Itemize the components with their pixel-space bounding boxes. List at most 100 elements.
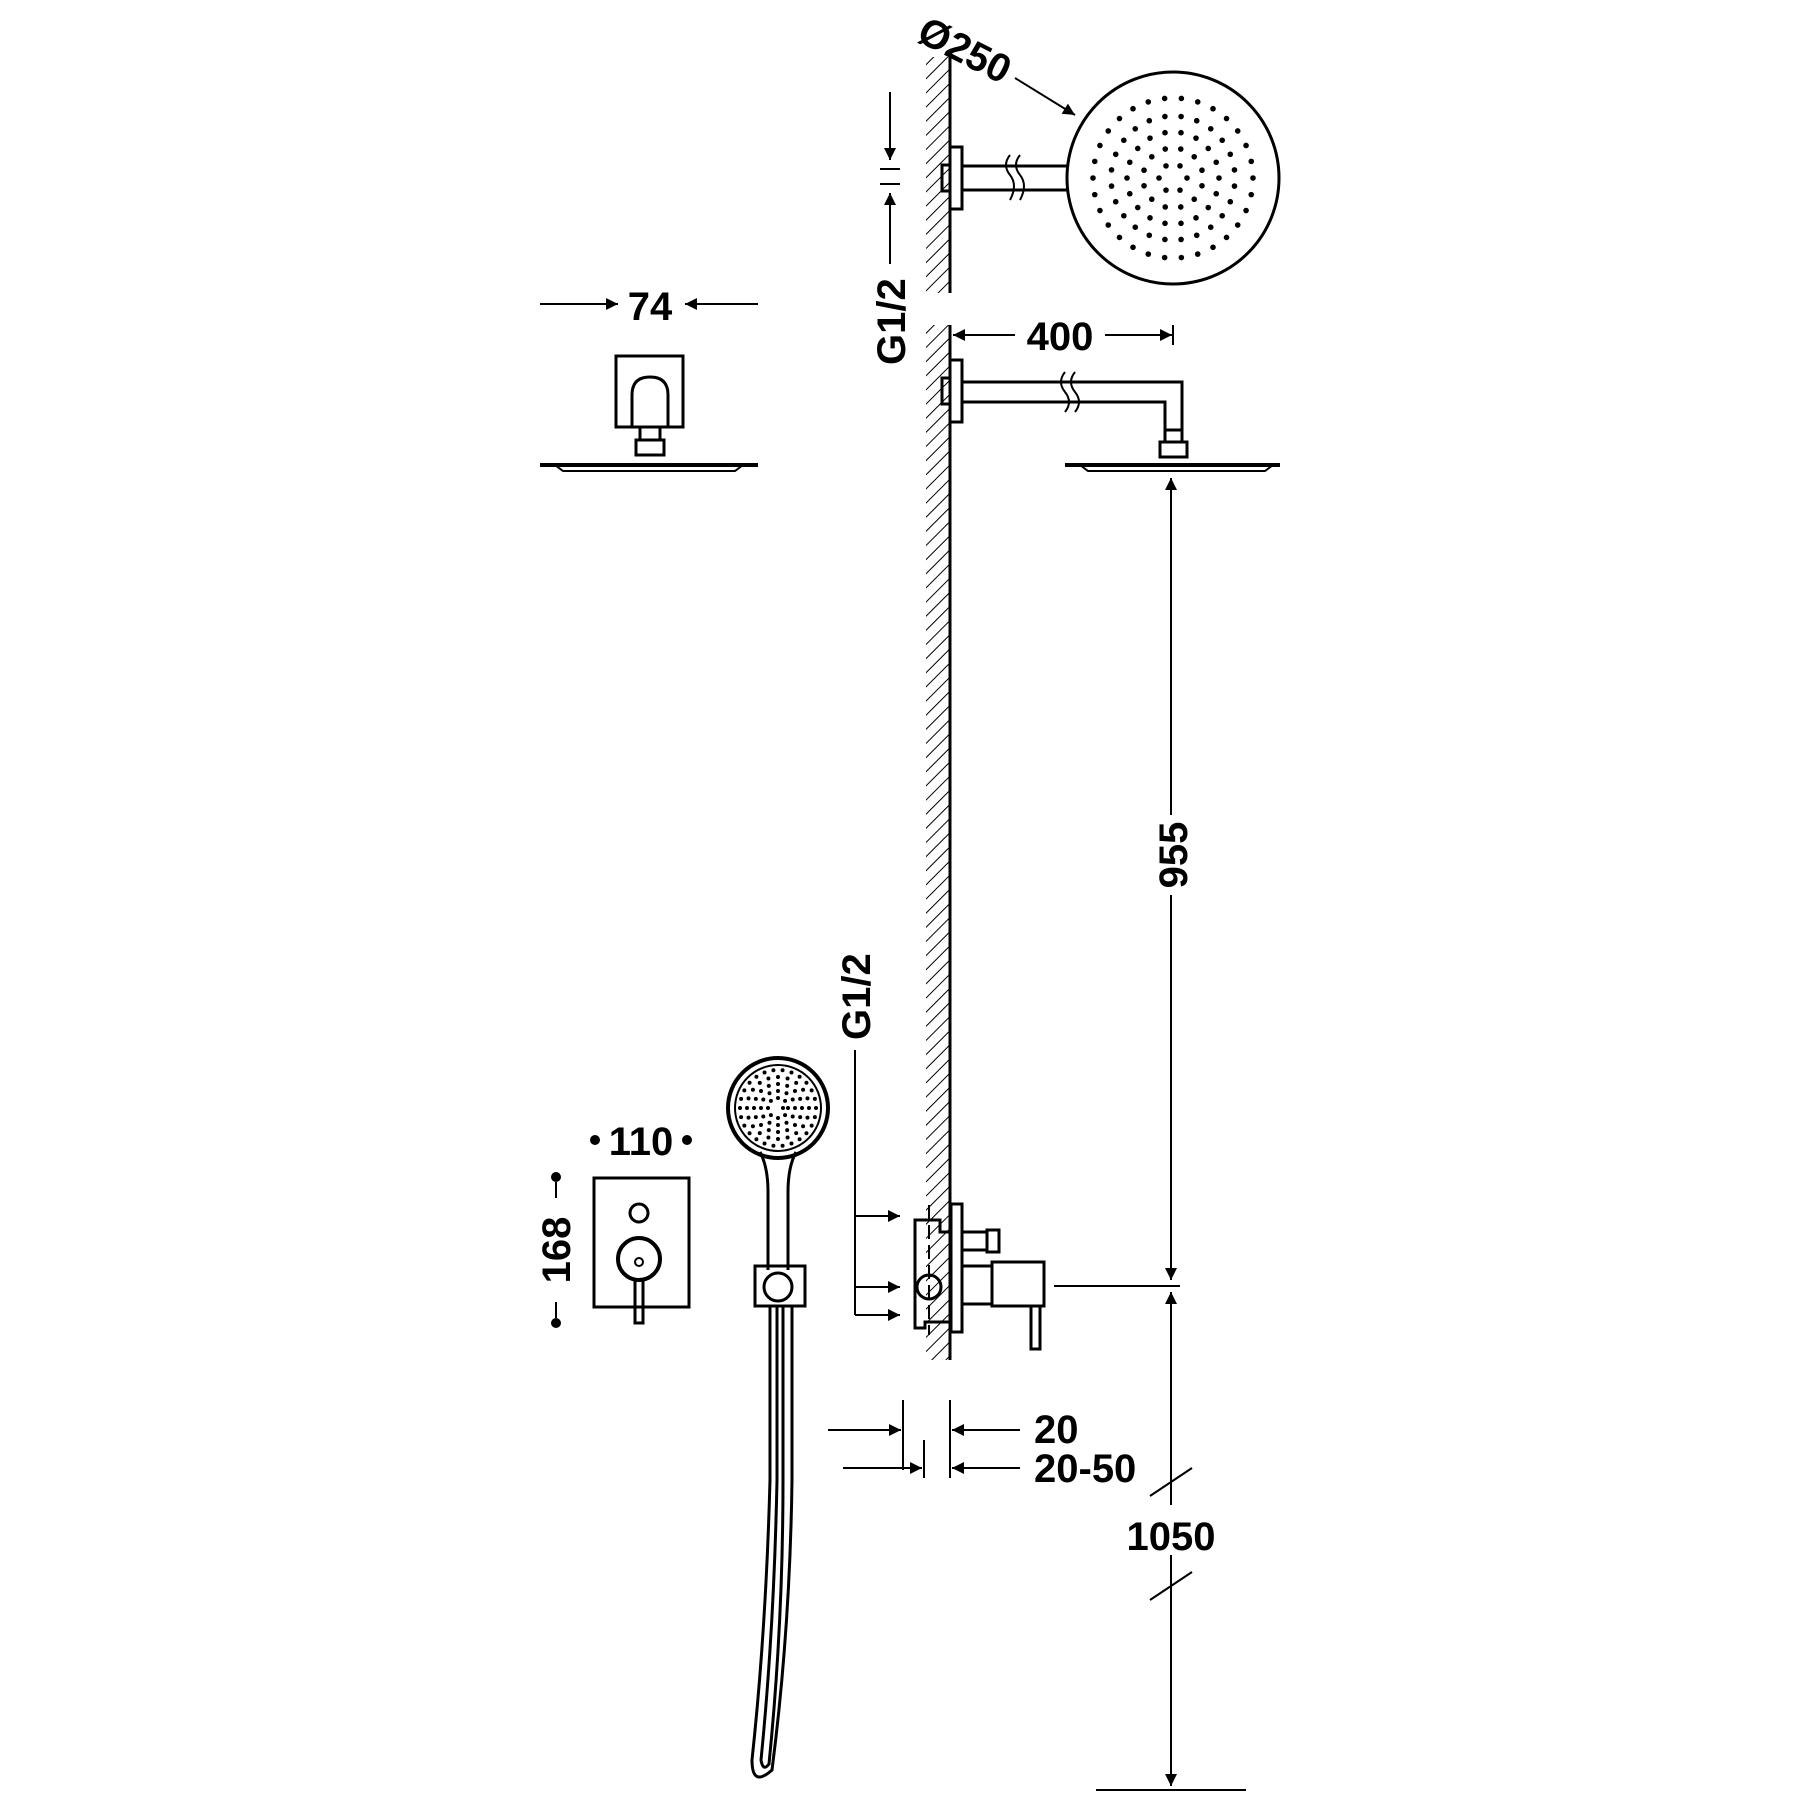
nozzle-dot (742, 1088, 747, 1093)
nozzle-dot (747, 1080, 752, 1085)
nozzle-dot (1090, 175, 1096, 181)
nozzle-dot (794, 1080, 799, 1085)
nozzle-dot (1162, 236, 1168, 243)
nozzle-dot (1194, 99, 1201, 105)
nozzle-dot (784, 1120, 789, 1125)
head-height-dimension: 955 (1054, 478, 1196, 1287)
nozzle-dot (1112, 151, 1119, 158)
nozzle-dot (1178, 254, 1185, 261)
nozzle-dot (1210, 244, 1216, 251)
nozzle-dot (1130, 105, 1136, 112)
nozzle-dot (1116, 115, 1123, 122)
nozzle-dot (766, 1128, 771, 1133)
nozzle-dot (1132, 126, 1139, 132)
nozzle-dot (1162, 146, 1169, 152)
nozzle-dot (776, 1096, 780, 1100)
flange-side-view: 74 (540, 285, 758, 472)
nozzle-dot (776, 1075, 780, 1079)
nozzle-dot (1213, 159, 1220, 166)
plate-height-label: 168 (535, 1217, 579, 1284)
thread-top-label: G1/2 (870, 278, 914, 365)
nozzle-dot (1243, 142, 1249, 149)
nozzle-dot (1148, 196, 1155, 203)
nozzle-dot (785, 1083, 790, 1088)
nozzle-dot (1205, 204, 1212, 211)
nozzle-dot (776, 1089, 780, 1093)
nozzle-dot (1223, 115, 1230, 122)
nozzle-dot (1116, 234, 1123, 241)
nozzle-dot (1134, 204, 1141, 211)
nozzle-dot (1243, 207, 1249, 214)
nozzle-dot (1193, 135, 1199, 141)
nozzle-dot (1205, 145, 1212, 152)
nozzle-dot (1231, 183, 1238, 189)
arm-length-dimension: 400 (953, 315, 1174, 359)
nozzle-dot (793, 1106, 797, 1110)
nozzle-dot (1177, 204, 1184, 210)
nozzle-dot (1161, 95, 1168, 102)
arm-length-label: 400 (1027, 315, 1094, 359)
nozzle-dot (1207, 126, 1214, 132)
nozzle-dot (1162, 129, 1168, 136)
head-height-label: 955 (1152, 822, 1196, 889)
nozzle-dot (766, 1076, 771, 1081)
recess-min-label: 20 (1034, 1408, 1079, 1452)
nozzle-dot (1091, 191, 1098, 198)
nozzle-dot (798, 1096, 803, 1101)
nozzle-dot (1250, 175, 1256, 181)
nozzle-dot (1162, 204, 1169, 210)
thread-top-dimension: G1/2 (870, 92, 914, 365)
nozzle-dot (1097, 207, 1103, 214)
nozzle-dot (1121, 137, 1127, 144)
nozzle-dot (1108, 167, 1115, 173)
hand-shower-nozzles (738, 1068, 818, 1148)
nozzle-dot (776, 1137, 780, 1141)
nozzle-dot (776, 1082, 780, 1086)
nozzle-dot (759, 1089, 764, 1094)
nozzle-dot (785, 1076, 790, 1081)
nozzle-dot (1097, 142, 1103, 149)
nozzle-dot (767, 1091, 772, 1096)
nozzle-dot (783, 1098, 788, 1103)
nozzle-dot (801, 1124, 806, 1129)
nozzle-dot (745, 1106, 749, 1110)
nozzle-dot (790, 1114, 795, 1119)
nozzle-dot (794, 1131, 799, 1136)
nozzle-dot (1177, 187, 1183, 193)
nozzle-dot (753, 1096, 758, 1101)
nozzle-dot (750, 1124, 755, 1129)
nozzle-dot (780, 1068, 785, 1073)
nozzle-dot (1124, 175, 1130, 181)
nozzle-dot (1191, 196, 1198, 203)
nozzle-dot (1184, 175, 1190, 181)
nozzle-dot (1091, 158, 1098, 165)
rain-head-front-view (940, 70, 1281, 286)
nozzle-dot (752, 1106, 756, 1110)
nozzle-dot (809, 1088, 814, 1093)
mixer-plate-front-view: 110 168 (535, 1120, 692, 1328)
nozzle-dot (797, 1074, 802, 1079)
nozzle-dot (1223, 234, 1230, 241)
nozzle-dot (1213, 190, 1220, 197)
nozzle-dot (814, 1106, 818, 1110)
nozzle-dot (1234, 128, 1241, 134)
nozzle-dot (766, 1135, 771, 1140)
valve-side-view: G1/2 (835, 953, 1046, 1351)
nozzle-dot (1121, 212, 1127, 219)
nozzle-dot (739, 1115, 744, 1120)
nozzle-dot (771, 1068, 776, 1073)
nozzle-dot (738, 1106, 742, 1110)
nozzle-dot (1178, 220, 1184, 227)
nozzle-dot (1141, 167, 1147, 174)
nozzle-dot (780, 1143, 785, 1148)
nozzle-dot (790, 1097, 795, 1102)
rain-head-nozzles (1090, 95, 1256, 261)
plate-width-label: 110 (609, 1120, 674, 1164)
nozzle-dot (1219, 212, 1225, 219)
nozzle-dot (1177, 146, 1184, 152)
nozzle-dot (800, 1106, 804, 1110)
nozzle-dot (1210, 105, 1216, 112)
nozzle-dot (1193, 215, 1199, 221)
nozzle-dot (750, 1087, 755, 1092)
nozzle-dot (746, 1096, 751, 1101)
